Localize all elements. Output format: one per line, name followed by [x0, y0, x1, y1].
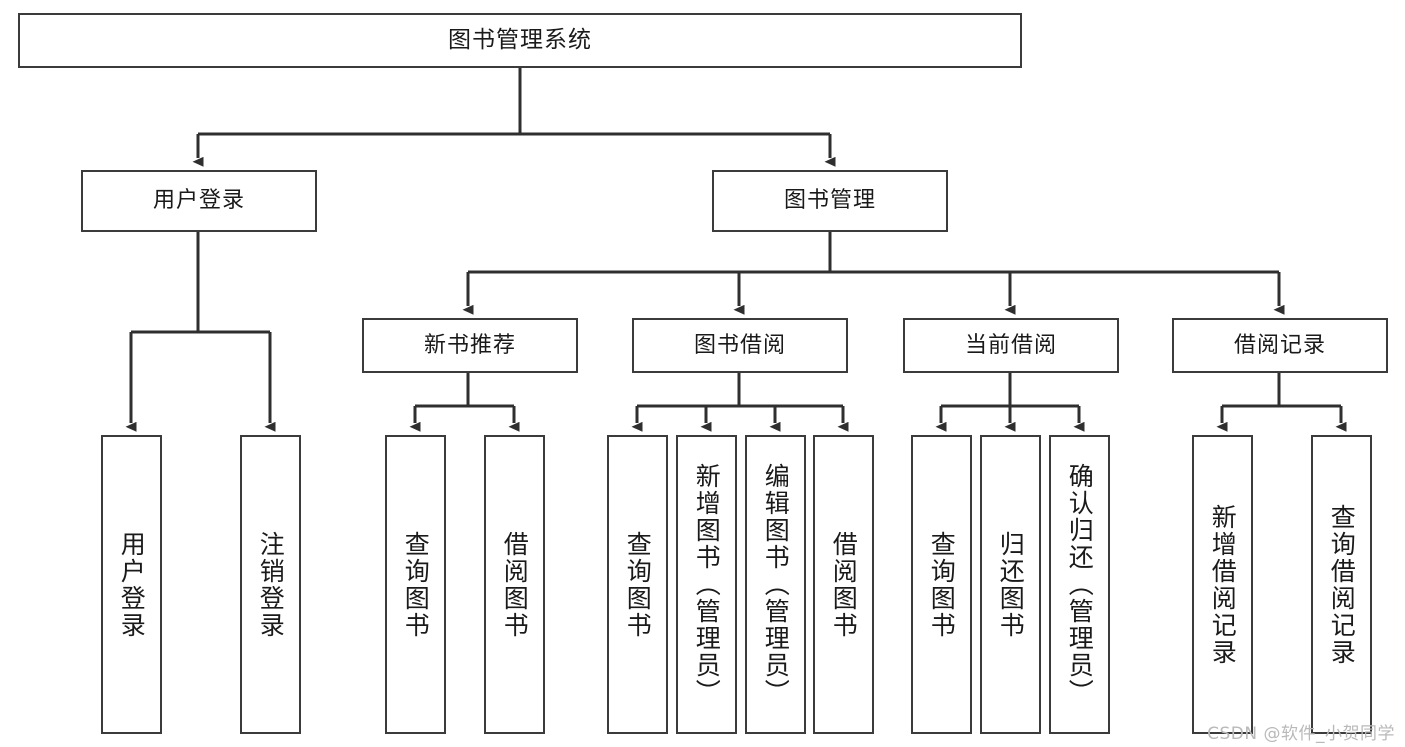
- node-root[interactable]: 图书管理系统: [18, 13, 1022, 68]
- leaf-query-book-3-label: 查询图书: [927, 530, 957, 639]
- csdn-watermark: CSDN @软件_小贺同学: [1207, 724, 1395, 744]
- node-user-login-label: 用户登录: [152, 188, 245, 213]
- node-book-borrow[interactable]: 图书借阅: [632, 318, 848, 373]
- leaf-user-login-label: 用户登录: [117, 530, 147, 639]
- leaf-add-book[interactable]: 新增图书（管理员）: [676, 435, 737, 734]
- leaf-edit-book[interactable]: 编辑图书（管理员）: [745, 435, 806, 734]
- node-book-management[interactable]: 图书管理: [712, 170, 948, 232]
- node-root-label: 图书管理系统: [448, 27, 592, 53]
- leaf-query-book-1[interactable]: 查询图书: [385, 435, 446, 734]
- node-book-borrow-label: 图书借阅: [693, 332, 786, 358]
- leaf-return-book-label: 归还图书: [996, 530, 1026, 639]
- leaf-confirm-return-label: 确认归还（管理员）: [1065, 463, 1095, 706]
- node-new-book-recommend-label: 新书推荐: [423, 332, 516, 358]
- leaf-borrow-book-1[interactable]: 借阅图书: [484, 435, 545, 734]
- leaf-confirm-return[interactable]: 确认归还（管理员）: [1049, 435, 1110, 734]
- leaf-query-book-2[interactable]: 查询图书: [607, 435, 668, 734]
- leaf-borrow-book-2[interactable]: 借阅图书: [813, 435, 874, 734]
- leaf-edit-book-label: 编辑图书（管理员）: [761, 463, 791, 706]
- leaf-query-record-label: 查询借阅记录: [1327, 503, 1357, 666]
- node-borrow-record-label: 借阅记录: [1233, 332, 1326, 358]
- leaf-query-book-2-label: 查询图书: [623, 530, 653, 639]
- leaf-user-login[interactable]: 用户登录: [101, 435, 162, 734]
- node-new-book-recommend[interactable]: 新书推荐: [362, 318, 578, 373]
- leaf-user-logout-label: 注销登录: [256, 530, 286, 639]
- leaf-query-record[interactable]: 查询借阅记录: [1311, 435, 1372, 734]
- node-current-borrow-label: 当前借阅: [964, 332, 1057, 358]
- leaf-borrow-book-1-label: 借阅图书: [500, 530, 530, 639]
- leaf-borrow-book-2-label: 借阅图书: [829, 530, 859, 639]
- node-user-login[interactable]: 用户登录: [81, 170, 317, 232]
- leaf-add-record[interactable]: 新增借阅记录: [1192, 435, 1253, 734]
- node-borrow-record[interactable]: 借阅记录: [1172, 318, 1388, 373]
- leaf-return-book[interactable]: 归还图书: [980, 435, 1041, 734]
- leaf-user-logout[interactable]: 注销登录: [240, 435, 301, 734]
- node-book-management-label: 图书管理: [783, 188, 876, 213]
- node-current-borrow[interactable]: 当前借阅: [903, 318, 1119, 373]
- leaf-query-book-3[interactable]: 查询图书: [911, 435, 972, 734]
- leaf-add-book-label: 新增图书（管理员）: [692, 463, 722, 706]
- leaf-query-book-1-label: 查询图书: [401, 530, 431, 639]
- leaf-add-record-label: 新增借阅记录: [1208, 503, 1238, 666]
